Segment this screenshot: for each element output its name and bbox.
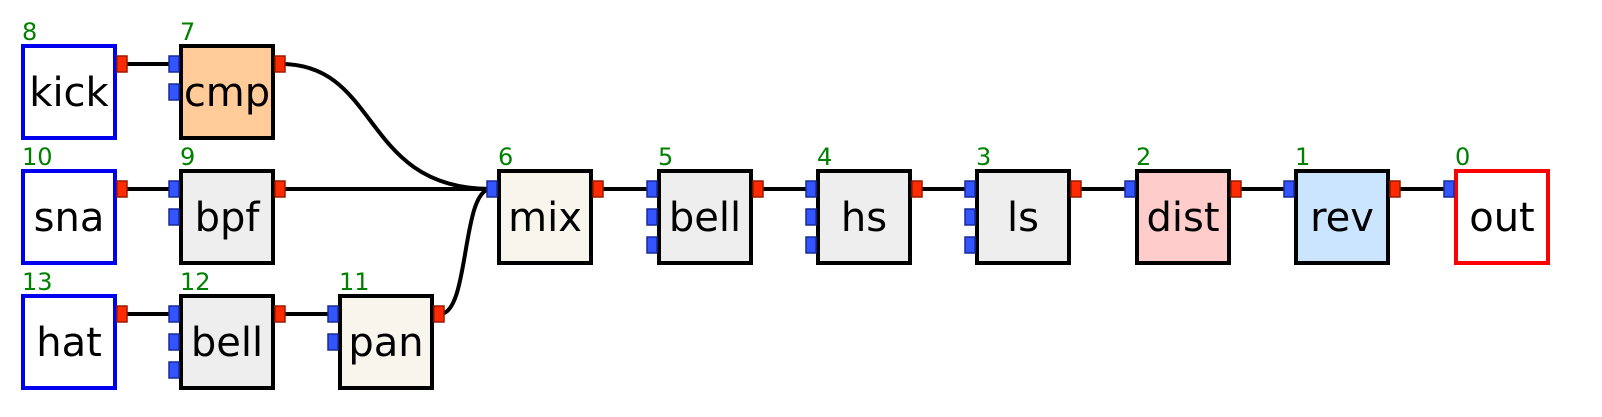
input-port[interactable] — [646, 208, 658, 226]
node-label: bell — [669, 195, 741, 241]
output-port[interactable] — [116, 305, 128, 323]
node-label: bell — [191, 320, 263, 366]
input-port[interactable] — [1443, 180, 1455, 198]
input-port[interactable] — [327, 333, 339, 351]
input-port[interactable] — [805, 236, 817, 254]
node-id-label: 3 — [976, 143, 991, 171]
output-port[interactable] — [274, 180, 286, 198]
node-id-label: 4 — [817, 143, 832, 171]
node-id-label: 12 — [180, 268, 211, 296]
node-id-label: 9 — [180, 143, 195, 171]
node-id-label: 1 — [1295, 143, 1310, 171]
output-port[interactable] — [116, 55, 128, 73]
node-pan-11[interactable]: 11 pan — [327, 268, 445, 390]
input-port[interactable] — [646, 180, 658, 198]
node-id-label: 8 — [22, 18, 37, 46]
input-port[interactable] — [168, 180, 180, 198]
node-cmp-7[interactable]: 7 cmp — [168, 18, 286, 140]
output-port[interactable] — [1230, 180, 1242, 198]
wire-7-to-6 — [280, 62, 492, 191]
node-hs-4[interactable]: 4 hs — [805, 143, 923, 265]
node-label: bpf — [195, 195, 261, 241]
node-label: ls — [1007, 195, 1039, 241]
node-box[interactable] — [975, 169, 1071, 265]
input-port[interactable] — [964, 208, 976, 226]
node-dist-2[interactable]: 2 dist — [1124, 143, 1242, 265]
node-label: hs — [841, 195, 887, 241]
input-port[interactable] — [327, 305, 339, 323]
node-bell-5[interactable]: 5 bell — [646, 143, 764, 265]
node-label: mix — [508, 195, 582, 241]
input-port[interactable] — [168, 55, 180, 73]
node-label: sna — [34, 195, 105, 241]
output-port[interactable] — [911, 180, 923, 198]
node-id-label: 10 — [22, 143, 53, 171]
input-port[interactable] — [486, 180, 498, 198]
input-port[interactable] — [964, 180, 976, 198]
node-box[interactable] — [1454, 169, 1550, 265]
input-port[interactable] — [1283, 180, 1295, 198]
node-label: cmp — [184, 70, 270, 116]
input-port[interactable] — [646, 236, 658, 254]
node-label: rev — [1310, 195, 1374, 241]
input-port[interactable] — [168, 208, 180, 226]
input-port[interactable] — [964, 236, 976, 254]
node-label: dist — [1146, 195, 1219, 241]
node-id-label: 13 — [22, 268, 53, 296]
node-kick-8[interactable]: 8 kick — [21, 18, 128, 140]
output-port[interactable] — [274, 305, 286, 323]
input-port[interactable] — [805, 180, 817, 198]
node-id-label: 0 — [1455, 143, 1470, 171]
node-box[interactable] — [338, 294, 434, 390]
node-box[interactable] — [21, 44, 117, 140]
node-id-label: 5 — [658, 143, 673, 171]
node-box[interactable] — [1294, 169, 1390, 265]
node-label: pan — [348, 320, 423, 366]
node-bell-12[interactable]: 12 bell — [168, 268, 286, 390]
node-layer: 8kick7cmp10sna9bpf13hat12bell11pan6mix5b… — [21, 18, 1550, 390]
output-port[interactable] — [592, 180, 604, 198]
node-box[interactable] — [21, 294, 117, 390]
node-label: hat — [36, 320, 102, 366]
node-id-label: 7 — [180, 18, 195, 46]
node-mix-6[interactable]: 6 mix — [486, 143, 604, 265]
wire-11-to-6 — [439, 187, 492, 316]
node-box[interactable] — [1135, 169, 1231, 265]
node-id-label: 6 — [498, 143, 513, 171]
input-port[interactable] — [805, 208, 817, 226]
input-port[interactable] — [168, 83, 180, 101]
node-label: out — [1469, 195, 1535, 241]
node-label: kick — [29, 70, 109, 116]
node-box[interactable] — [657, 169, 753, 265]
input-port[interactable] — [1124, 180, 1136, 198]
output-port[interactable] — [274, 55, 286, 73]
input-port[interactable] — [168, 361, 180, 379]
node-sna-10[interactable]: 10 sna — [21, 143, 128, 265]
output-port[interactable] — [1389, 180, 1401, 198]
output-port[interactable] — [116, 180, 128, 198]
node-ls-3[interactable]: 3 ls — [964, 143, 1082, 265]
node-box[interactable] — [179, 169, 275, 265]
node-id-label: 11 — [339, 268, 370, 296]
output-port[interactable] — [433, 305, 445, 323]
input-port[interactable] — [168, 333, 180, 351]
output-port[interactable] — [1070, 180, 1082, 198]
node-box[interactable] — [497, 169, 593, 265]
wire-layer — [123, 62, 1448, 316]
node-hat-13[interactable]: 13 hat — [21, 268, 128, 390]
node-id-label: 2 — [1136, 143, 1151, 171]
node-box[interactable] — [179, 44, 275, 140]
node-box[interactable] — [21, 169, 117, 265]
node-box[interactable] — [816, 169, 912, 265]
input-port[interactable] — [168, 305, 180, 323]
output-port[interactable] — [752, 180, 764, 198]
node-box[interactable] — [179, 294, 275, 390]
node-out-0[interactable]: 0 out — [1443, 143, 1550, 265]
